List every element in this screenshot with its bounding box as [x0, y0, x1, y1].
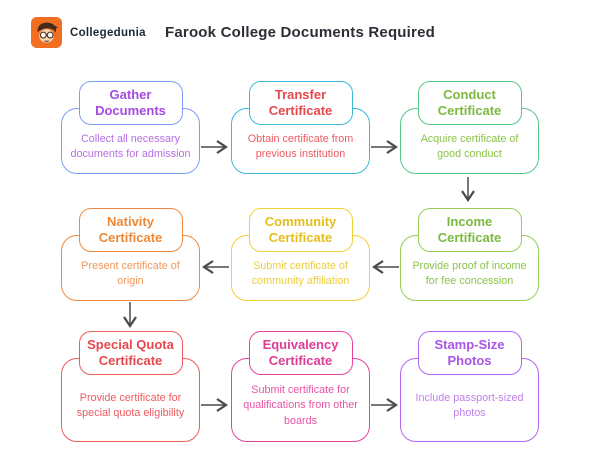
card-gather-documents: Gather Documents Collect all necessary d… — [61, 81, 200, 174]
card-description-text: Acquire certificate of good conduct — [420, 132, 519, 160]
card-title-text: Transfer Certificate — [268, 87, 333, 118]
card-title-text: Conduct Certificate — [437, 87, 502, 118]
card-special-quota-certificate-body: Provide certificate for special quota el… — [62, 359, 199, 441]
card-nativity-certificate: Nativity Certificate Present certificate… — [61, 208, 200, 301]
page-title: Farook College Documents Required — [165, 24, 435, 41]
card-transfer-certificate-body: Obtain certificate from previous institu… — [232, 109, 369, 173]
card-description-text: Submit certificate for qualifications fr… — [243, 384, 358, 427]
card-gather-documents-header: Gather Documents — [78, 81, 183, 125]
brand-name: Collegedunia — [70, 26, 146, 39]
card-income-certificate-body: Provide proof of income for fee concessi… — [401, 236, 538, 300]
card-title-text: Stamp-Size Photos — [434, 337, 505, 368]
card-income-certificate-header: Income Certificate — [417, 208, 522, 252]
card-income-certificate: Income Certificate Provide proof of inco… — [400, 208, 539, 301]
card-stamp-size-photos-header: Stamp-Size Photos — [417, 331, 522, 375]
card-special-quota-certificate: Special Quota Certificate Provide certif… — [61, 331, 200, 442]
card-description-text: Include passport-sized photos — [415, 391, 524, 419]
card-description-text: Obtain certificate from previous institu… — [247, 132, 354, 160]
card-conduct-certificate-header: Conduct Certificate — [417, 81, 522, 125]
collegedunia-logo-icon — [31, 17, 62, 48]
card-conduct-certificate: Conduct Certificate Acquire certificate … — [400, 81, 539, 174]
card-title-text: Gather Documents — [95, 87, 166, 118]
card-equivalency-certificate-header: Equivalency Certificate — [248, 331, 353, 375]
card-title-text: Nativity Certificate — [98, 214, 163, 245]
card-community-certificate-header: Community Certificate — [248, 208, 353, 252]
card-nativity-certificate-header: Nativity Certificate — [78, 208, 183, 252]
brand: Collegedunia — [31, 17, 146, 48]
card-equivalency-certificate: Equivalency Certificate Submit certifica… — [231, 331, 370, 442]
card-community-certificate: Community Certificate Submit certificate… — [231, 208, 370, 301]
card-description-text: Submit certificate of community affiliat… — [251, 259, 350, 287]
card-transfer-certificate-header: Transfer Certificate — [248, 81, 353, 125]
card-community-certificate-body: Submit certificate of community affiliat… — [232, 236, 369, 300]
card-stamp-size-photos-body: Include passport-sized photos — [401, 359, 538, 441]
card-title-text: Equivalency Certificate — [262, 337, 339, 368]
card-special-quota-certificate-header: Special Quota Certificate — [78, 331, 183, 375]
card-conduct-certificate-body: Acquire certificate of good conduct — [401, 109, 538, 173]
card-description-text: Collect all necessary documents for admi… — [70, 132, 191, 160]
card-description-text: Provide certificate for special quota el… — [76, 391, 185, 419]
card-equivalency-certificate-body: Submit certificate for qualifications fr… — [232, 359, 369, 441]
card-nativity-certificate-body: Present certificate of origin — [62, 236, 199, 300]
card-transfer-certificate: Transfer Certificate Obtain certificate … — [231, 81, 370, 174]
card-description-text: Present certificate of origin — [81, 259, 180, 287]
card-description-text: Provide proof of income for fee concessi… — [412, 259, 527, 287]
card-title-text: Special Quota Certificate — [87, 337, 174, 368]
card-title-text: Community Certificate — [264, 214, 337, 245]
card-title-text: Income Certificate — [437, 214, 502, 245]
card-stamp-size-photos: Stamp-Size Photos Include passport-sized… — [400, 331, 539, 442]
card-gather-documents-body: Collect all necessary documents for admi… — [62, 109, 199, 173]
